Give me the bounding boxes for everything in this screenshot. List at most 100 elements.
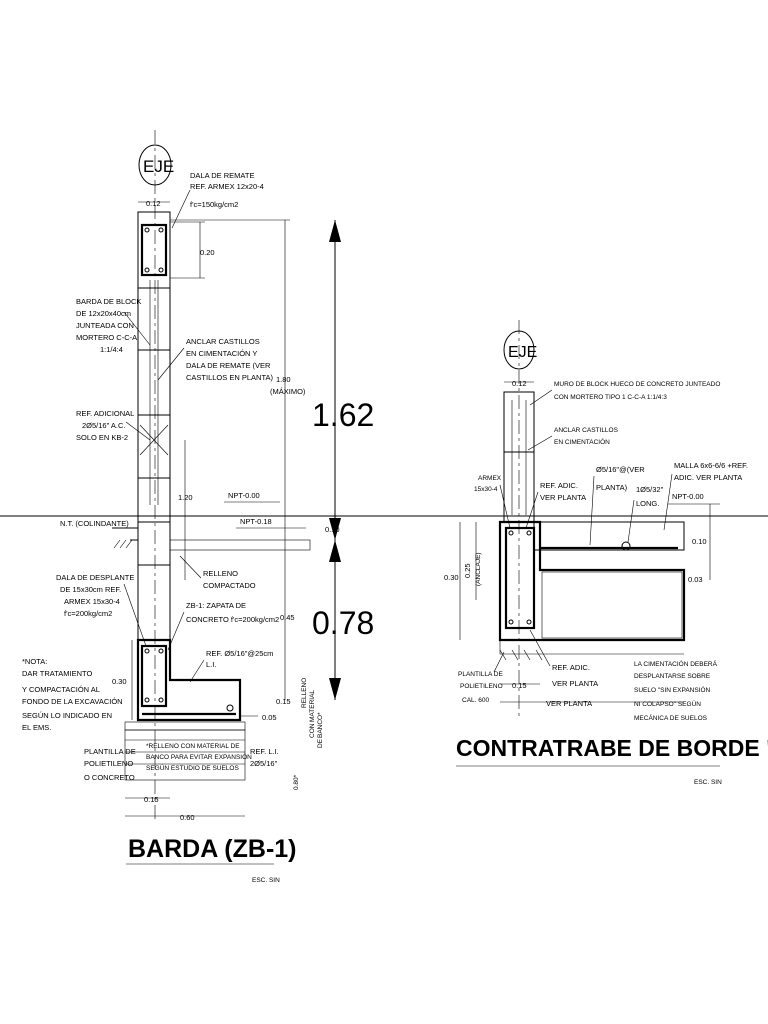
ct-long-1: 1Ø5/32": [636, 485, 664, 494]
zb1-nota-1: *NOTA:: [22, 657, 47, 666]
zb1-nota-2: DAR TRATAMIENTO: [22, 669, 92, 678]
ct-soil: [541, 571, 683, 639]
zb1-relleno-1: RELLENO: [203, 569, 238, 578]
zb1-barda-2: DE 12x20x40cm: [76, 309, 131, 318]
ct-cim-5: MECÁNICA DE SUELOS: [634, 713, 708, 722]
ct-dim-025-a: 0.25: [463, 563, 472, 578]
big-dim-162: 1.62: [312, 397, 374, 433]
zb1-anclar-3: DALA DE REMATE (VER: [186, 361, 271, 370]
zb1-relleno-note-1: *RELLENO CON MATERIAL DE: [146, 743, 240, 750]
ct-dim-010: 0.10: [692, 537, 707, 546]
zb1-dim-080: 0.80*: [293, 774, 300, 790]
zb1-floor-slab: [169, 539, 311, 551]
ct-plantilla-2: POLIETILENO: [460, 683, 503, 690]
zb1-dim-120: 1.20: [178, 493, 193, 502]
ct-ref-adic-b-1: REF. ADIC.: [552, 663, 590, 672]
zb1-relleno-note-3: SEGÚN ESTUDIO DE SUELOS: [146, 763, 239, 772]
ct-plantilla-3: CAL. 600: [462, 697, 489, 704]
ct-anclar-1: ANCLAR CASTILLOS: [554, 427, 619, 434]
zb1-plantilla-2: POLIETILENO: [84, 759, 133, 768]
zb1-dim-045: 0.45: [280, 613, 295, 622]
ct-cim-2: DESPLANTARSE SOBRE: [634, 673, 711, 680]
zb1-dim-015-v: 0.15: [276, 697, 291, 706]
zb1-anclar-1: ANCLAR CASTILLOS: [186, 337, 260, 346]
ct-armex-2: 15x30-4: [474, 486, 498, 493]
zb1-plantilla-1: PLANTILLA DE: [84, 747, 136, 756]
zb1-dim-030: 0.30: [112, 677, 127, 686]
zb1-nota-6: EL EMS.: [22, 723, 51, 732]
zb1-ref-li-25-1: REF. Ø5/16"@25cm: [206, 649, 273, 658]
ct-malla-1: MALLA 6x6-6/6 +REF.: [674, 461, 748, 470]
ct-axis-label: EJE: [508, 344, 537, 361]
zb1-dala-remate-label-1: DALA DE REMATE: [190, 171, 254, 180]
ct-ref-adic-1: REF. ADIC.: [540, 481, 578, 490]
zb1-relleno-2: COMPACTADO: [203, 581, 256, 590]
zb1-zapata-2: CONCRETO f'c=200kg/cm2: [186, 615, 279, 624]
zb1-desplante-3: ARMEX 15x30-4: [64, 597, 120, 606]
zb1-barda-3: JUNTEADA CON: [76, 321, 134, 330]
zb1-dim-020: 0.20: [200, 248, 215, 257]
zb1-ref-li-2: 2Ø5/16": [250, 759, 278, 768]
zb1-title: BARDA (ZB-1): [128, 835, 297, 863]
ct-detail: EJE 0.12 MURO DE BLOCK HUECO DE CONCRETO…: [444, 320, 768, 786]
zb1-barda-1: BARDA DE BLOCK: [76, 297, 141, 306]
big-dim-078: 0.78: [312, 605, 374, 641]
zb1-scale: ESC. SIN: [252, 877, 280, 884]
zb1-dim-005: 0.05: [262, 713, 277, 722]
zb1-plantilla-3: O CONCRETO: [84, 773, 135, 782]
ct-dim-025-b: (ANCLAJE): [475, 552, 482, 586]
zb1-dala-remate-label-2: REF. ARMEX 12x20-4: [190, 182, 264, 191]
ct-muro-2: CON MORTERO TIPO 1 C-C-A 1:1/4:3: [554, 394, 667, 401]
big-dimensions: 1.62 0.78: [312, 220, 374, 700]
zb1-anclar-2: EN CIMENTACIÓN Y: [186, 349, 257, 358]
zb1-nota-3: Y COMPACTACIÓN AL: [22, 685, 100, 694]
zb1-npt-000: NPT-0.00: [228, 491, 260, 500]
ct-long-2: LONG.: [636, 499, 659, 508]
zb1-relleno-mat-5: BANCO*: [317, 712, 324, 738]
zb1-relleno-mat-2: CON: [309, 723, 316, 738]
zb1-nota-4: FONDO DE LA EXCAVACIÓN: [22, 697, 123, 706]
ct-muro-1: MURO DE BLOCK HUECO DE CONCRETO JUNTEADO: [554, 381, 720, 388]
zb1-dim-top-width: 0.12: [146, 199, 161, 208]
zb1-dim-015-h: 0.15: [144, 795, 159, 804]
zb1-dala-remate-label-3: f'c=150kg/cm2: [190, 200, 238, 209]
zb1-dim-060: 0.60: [180, 813, 195, 822]
zb1-ref-adicional-3: SOLO EN KB-2: [76, 433, 128, 442]
ct-cim-1: LA CIMENTACIÓN DEBERÁ: [634, 659, 718, 668]
zb1-nt: N.T. (COLINDANTE): [60, 519, 129, 528]
ct-dim-015: 0.15: [512, 681, 527, 690]
zb1-footing: [136, 638, 242, 722]
ct-anclar-2: EN CIMENTACIÓN: [554, 437, 610, 446]
ct-cim-4: NI COLAPSO" SEGÚN: [634, 699, 701, 708]
zb1-ref-adicional-2: 2Ø5/16" A.C.: [82, 421, 126, 430]
zb1-nota-5: SEGÚN LO INDICADO EN: [22, 711, 112, 720]
ct-ref-adic-b-2: VER PLANTA: [552, 679, 598, 688]
zb1-barda-4: MORTERO C-C-A: [76, 333, 137, 342]
zb1-axis-label: EJE: [143, 157, 174, 176]
ct-armex-1: ARMEX: [478, 475, 502, 482]
zb1-barda-5: 1:1/4:4: [100, 345, 123, 354]
ct-npt: NPT-0.00: [672, 492, 704, 501]
zb1-dim-180-a: 1.80: [276, 375, 291, 384]
ct-malla-2: ADIC. VER PLANTA: [674, 473, 742, 482]
zb1-relleno-mat-4: DE: [317, 738, 324, 748]
zb1-dala-desplante: [140, 644, 168, 708]
zb1-zapata-1: ZB-1: ZAPATA DE: [186, 601, 246, 610]
zb1-ref-li-1: REF. L.I.: [250, 747, 279, 756]
zb1-desplante-2: DE 15x30cm REF.: [60, 585, 121, 594]
zb1-relleno-mat-3: MATERIAL: [309, 690, 316, 722]
ct-ref-adic-2: VER PLANTA: [540, 493, 586, 502]
zb1-dim-180-b: (MÁXIMO): [270, 387, 306, 396]
zb1-desplante-4: f'c=200kg/cm2: [64, 609, 112, 618]
ct-scale: ESC. SIN: [694, 779, 722, 786]
ct-title: CONTRATRABE DE BORDE "CT": [456, 735, 768, 761]
ct-cim-3: SUELO "SIN EXPANSIÓN: [634, 685, 711, 694]
ct-ver-planta: VER PLANTA: [546, 699, 592, 708]
zb1-detail: EJE 0.12: [22, 130, 340, 884]
zb1-ref-li-25-2: L.I.: [206, 660, 216, 669]
zb1-dala-remate: [140, 223, 168, 277]
zb1-relleno-note-2: BANCO PARA EVITAR EXPANSIÓN: [146, 752, 252, 761]
ct-plantilla-1: PLANTILLA DE: [458, 671, 503, 678]
zb1-anclar-4: CASTILLOS EN PLANTA): [186, 373, 273, 382]
